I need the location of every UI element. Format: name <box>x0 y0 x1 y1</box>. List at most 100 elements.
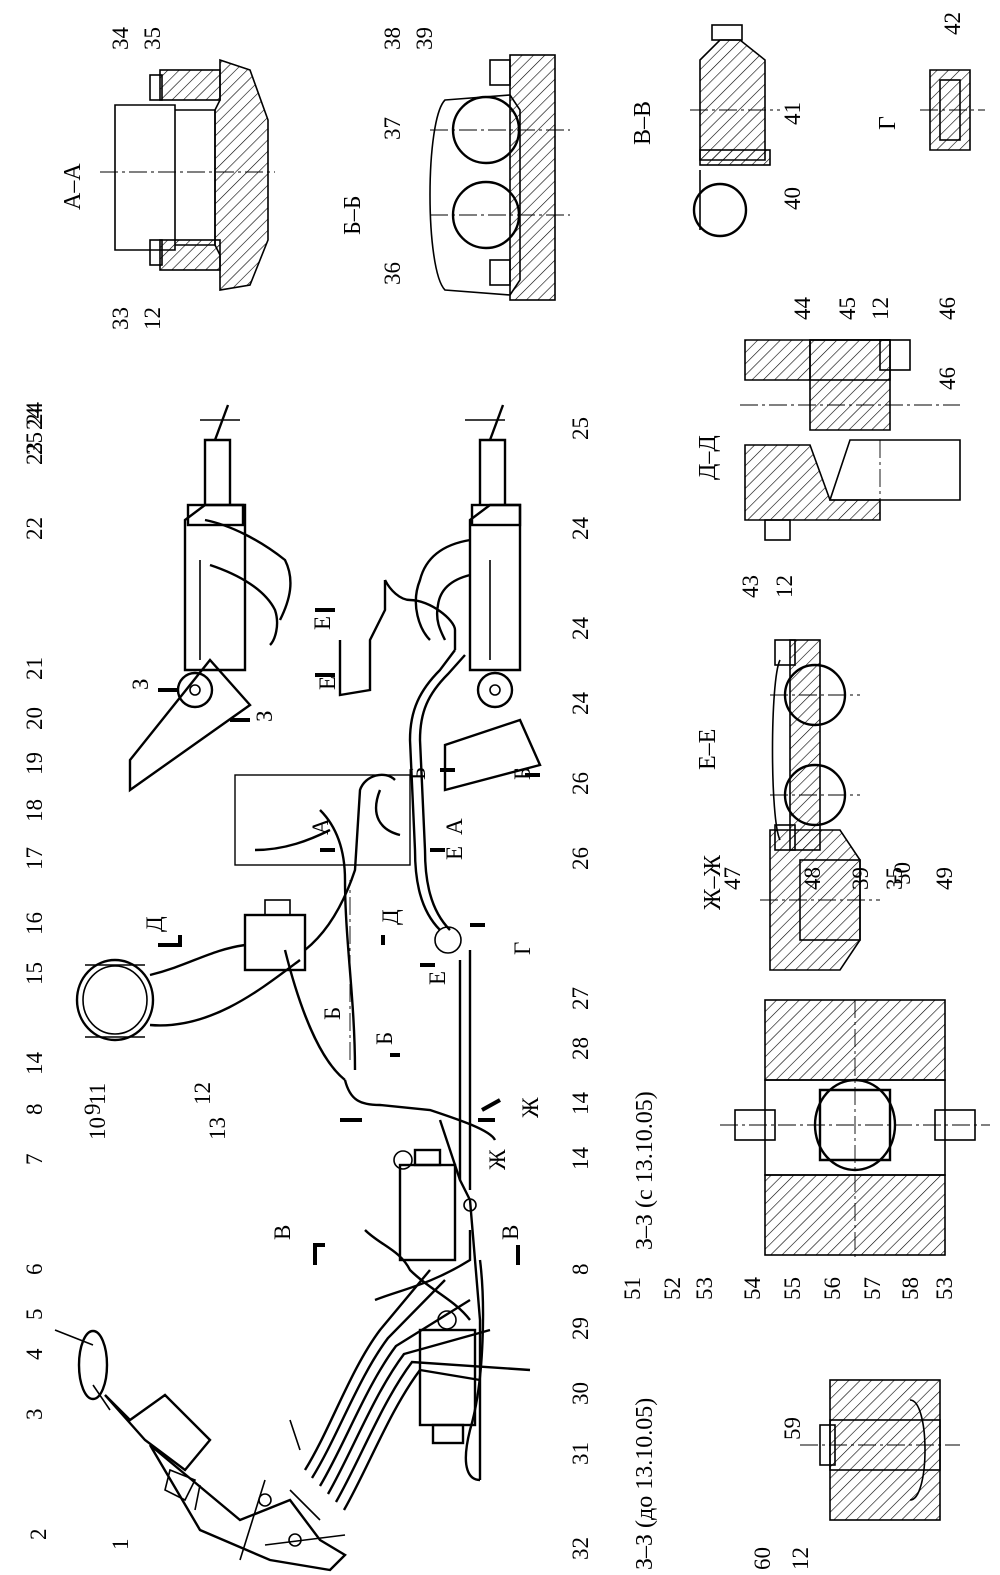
section-vv <box>690 24 780 238</box>
callout-25b: 25 <box>568 417 593 440</box>
callout-16: 16 <box>22 912 47 935</box>
callout-6: 6 <box>22 1264 47 1276</box>
section-bb <box>429 54 570 301</box>
callout-5: 5 <box>22 1309 47 1321</box>
callout-53b: 53 <box>932 1277 957 1300</box>
cut-letter-b1: Б <box>320 1007 345 1020</box>
cut-letter-e4: Е <box>442 846 467 860</box>
callout-39b: 39 <box>848 867 873 890</box>
cut-letter-v1: В <box>270 1225 295 1240</box>
section-label-aa: А–А <box>60 163 86 210</box>
callout-3: 3 <box>22 1409 47 1421</box>
callout-2: 2 <box>26 1529 51 1541</box>
section-ee <box>770 639 860 851</box>
cylinder-left <box>128 404 292 793</box>
callout-43: 43 <box>738 575 763 598</box>
cut-letter-b4: Б <box>405 767 430 780</box>
section-aa <box>100 58 275 291</box>
callout-12-z: 12 <box>788 1547 813 1570</box>
section-zz-new <box>720 999 990 1260</box>
callout-58: 58 <box>898 1277 923 1300</box>
cut-letter-zh1: Ж <box>518 1097 543 1118</box>
callout-53a: 53 <box>692 1277 717 1300</box>
callout-33: 33 <box>108 307 133 330</box>
callout-23: 23 <box>22 442 47 465</box>
callout-35b: 35 <box>882 867 907 890</box>
callout-51: 51 <box>620 1277 645 1300</box>
callout-11: 11 <box>85 1083 110 1105</box>
callout-46b: 46 <box>935 367 960 390</box>
callout-22: 22 <box>22 517 47 540</box>
callout-50: 50 <box>890 862 915 885</box>
main-assembly-view <box>54 404 542 1572</box>
labels: 1 2 3 4 5 6 7 8 9 10 11 12 13 14 15 16 1… <box>22 12 965 1570</box>
section-label-bb: Б–Б <box>340 195 366 235</box>
cut-letter-d1: Д <box>142 916 167 932</box>
cut-letter-e3: Е <box>425 971 450 985</box>
cut-letter-zh2: Ж <box>485 1149 510 1170</box>
callout-24-top: 24 <box>22 407 47 431</box>
callout-49: 49 <box>932 867 957 890</box>
cut-marks <box>158 608 540 1265</box>
callout-47: 47 <box>720 867 745 890</box>
callout-9: 9 <box>80 1104 105 1116</box>
callout-36: 36 <box>380 262 405 285</box>
callout-41: 41 <box>780 102 805 125</box>
callout-26: 26 <box>568 847 593 870</box>
callout-8: 8 <box>22 1104 47 1116</box>
valve-block <box>364 1148 485 1482</box>
callout-24b: 24 <box>568 617 593 641</box>
callout-4: 4 <box>22 1348 47 1360</box>
section-label-dd: Д–Д <box>695 435 721 480</box>
callout-60: 60 <box>750 1547 775 1570</box>
detail-frame <box>234 774 411 866</box>
callout-45: 45 <box>835 297 860 320</box>
cut-letter-d2: Д <box>378 909 403 925</box>
callout-59: 59 <box>780 1417 805 1440</box>
callout-31: 31 <box>568 1442 593 1465</box>
steering-column <box>54 1329 347 1572</box>
cut-letter-a1: А <box>308 818 333 835</box>
callout-44: 44 <box>790 297 815 321</box>
callout-13: 13 <box>205 1117 230 1140</box>
section-label-zz-old: З–З (до 13.10.05) <box>632 1398 658 1570</box>
callout-25: 25 <box>22 432 47 455</box>
cut-letter-a2: А <box>442 818 467 835</box>
callout-30: 30 <box>568 1382 593 1405</box>
section-label-zz-new: З–З (с 13.10.05) <box>632 1091 658 1250</box>
callout-12-d1: 12 <box>772 575 797 598</box>
callout-46a: 46 <box>935 297 960 320</box>
callout-52: 52 <box>660 1277 685 1300</box>
cut-letter-b3: Б <box>510 767 535 780</box>
callout-55: 55 <box>780 1277 805 1300</box>
callout-19: 19 <box>22 752 47 775</box>
callout-38: 38 <box>380 27 405 50</box>
cut-letter-e1: Е <box>310 616 335 630</box>
callout-1: 1 <box>108 1539 133 1551</box>
callout-54: 54 <box>740 1277 765 1301</box>
callout-14b: 14 <box>568 1147 593 1171</box>
callout-14c: 14 <box>568 1092 593 1116</box>
callout-14: 14 <box>22 1052 47 1076</box>
callout-24a: 24 <box>568 692 593 716</box>
section-zhzh <box>760 829 880 971</box>
cut-letter-b2: Б <box>372 1032 397 1045</box>
callout-37: 37 <box>380 117 405 140</box>
callout-12: 12 <box>190 1082 215 1105</box>
callout-15: 15 <box>22 962 47 985</box>
callout-10: 10 <box>85 1117 110 1140</box>
callout-42: 42 <box>940 12 965 35</box>
callout-29: 29 <box>568 1317 593 1340</box>
section-g <box>920 69 985 151</box>
section-label-vv: В–В <box>630 101 656 145</box>
callout-g: Г <box>510 942 535 955</box>
callout-48: 48 <box>800 867 825 890</box>
callout-8b: 8 <box>568 1264 593 1276</box>
callout-56: 56 <box>820 1277 845 1300</box>
callout-28: 28 <box>568 1037 593 1060</box>
section-dd <box>740 339 961 541</box>
cut-letter-v2: В <box>498 1225 523 1240</box>
callout-24c: 24 <box>568 517 593 541</box>
callout-17: 17 <box>22 847 47 870</box>
callout-39: 39 <box>412 27 437 50</box>
